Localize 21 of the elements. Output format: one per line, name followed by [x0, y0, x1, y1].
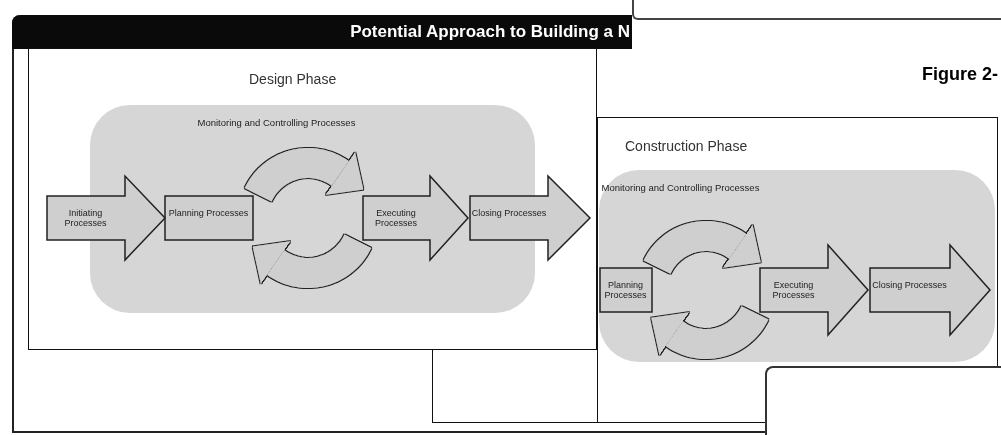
figure-label: Figure 2- [922, 64, 998, 85]
process-label: Planning Processes [603, 279, 648, 300]
phase-label: Design Phase [249, 71, 337, 87]
process-step [759, 244, 868, 335]
phase-panel [28, 48, 597, 350]
phase-label: Construction Phase [625, 138, 748, 154]
process-step [46, 175, 165, 260]
process-label: Executing Processes [374, 207, 418, 228]
band-label: Monitoring and Controlling Processes [197, 116, 356, 128]
process-box [164, 195, 253, 240]
process-box [599, 267, 652, 312]
process-step [362, 175, 468, 260]
process-label: Executing Processes [771, 279, 816, 300]
title: Potential Approach to Building a N [350, 22, 630, 42]
process-label: Initiating Processes [63, 207, 108, 228]
process-label: Planning Processes [167, 207, 250, 218]
band-label: Monitoring and Controlling Processes [601, 181, 760, 193]
process-label: Closing Processes [470, 208, 548, 218]
process-step [869, 244, 990, 335]
process-label: Closing Processes [871, 279, 948, 290]
process-band [598, 169, 995, 362]
